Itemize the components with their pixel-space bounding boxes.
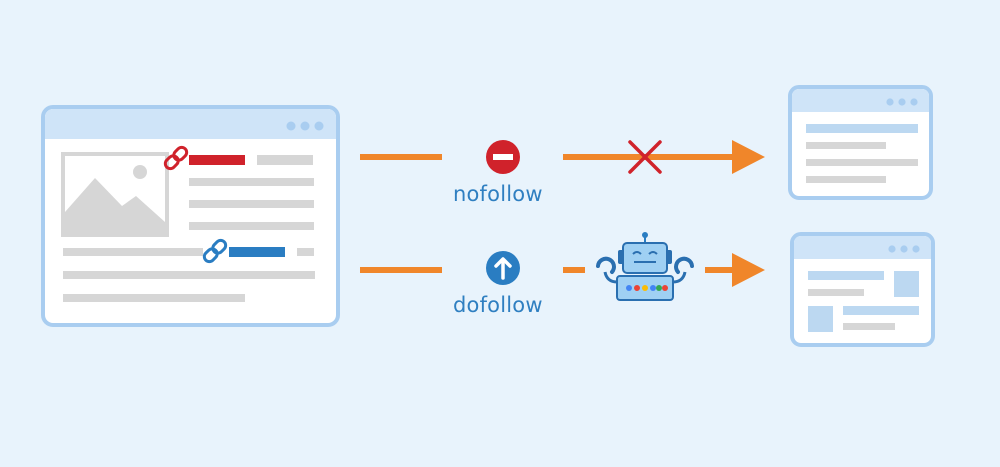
arrow-up-circle-icon <box>486 251 520 285</box>
red-link-icon <box>163 145 189 171</box>
window-dot-icon <box>898 98 906 106</box>
text-line <box>806 124 918 133</box>
target-webpage-dofollow <box>790 232 935 347</box>
nofollow-row <box>360 140 765 174</box>
text-line <box>257 155 313 165</box>
target-window-titlebar <box>794 236 931 259</box>
image-block <box>808 306 833 332</box>
window-dot-icon <box>912 245 920 253</box>
window-dot-icon <box>886 98 894 106</box>
window-dot-icon <box>888 245 896 253</box>
source-window-titlebar <box>45 109 336 139</box>
text-line <box>808 271 884 280</box>
red-x-icon <box>628 140 662 174</box>
text-line <box>808 289 864 296</box>
target-webpage-nofollow <box>788 85 933 200</box>
image-placeholder-icon <box>61 152 169 237</box>
minus-circle-icon <box>486 140 520 174</box>
text-line <box>843 306 919 315</box>
dofollow-row <box>360 232 765 301</box>
target-window-titlebar <box>792 89 929 112</box>
text-line <box>806 142 886 149</box>
window-dot-icon <box>286 121 296 131</box>
image-block <box>894 271 919 297</box>
window-dot-icon <box>314 121 324 131</box>
nofollow-link-text <box>189 155 245 165</box>
window-dot-icon <box>300 121 310 131</box>
text-line <box>806 176 886 183</box>
text-line <box>806 159 918 166</box>
text-line <box>297 248 314 256</box>
nofollow-label: nofollow <box>453 182 543 206</box>
dofollow-label: dofollow <box>453 293 543 317</box>
window-dot-icon <box>900 245 908 253</box>
text-line <box>63 294 245 302</box>
nofollow-arrowhead-icon <box>732 140 765 174</box>
text-line <box>63 271 315 279</box>
blue-link-icon <box>202 238 228 264</box>
text-line <box>189 200 314 208</box>
text-line <box>63 248 203 256</box>
dofollow-link-text <box>229 247 285 257</box>
text-line <box>189 178 314 186</box>
text-line <box>843 323 895 330</box>
source-webpage <box>41 105 340 327</box>
dofollow-arrowhead-icon <box>732 253 765 287</box>
google-robot-icon <box>596 232 694 301</box>
text-line <box>189 222 314 230</box>
window-dot-icon <box>910 98 918 106</box>
